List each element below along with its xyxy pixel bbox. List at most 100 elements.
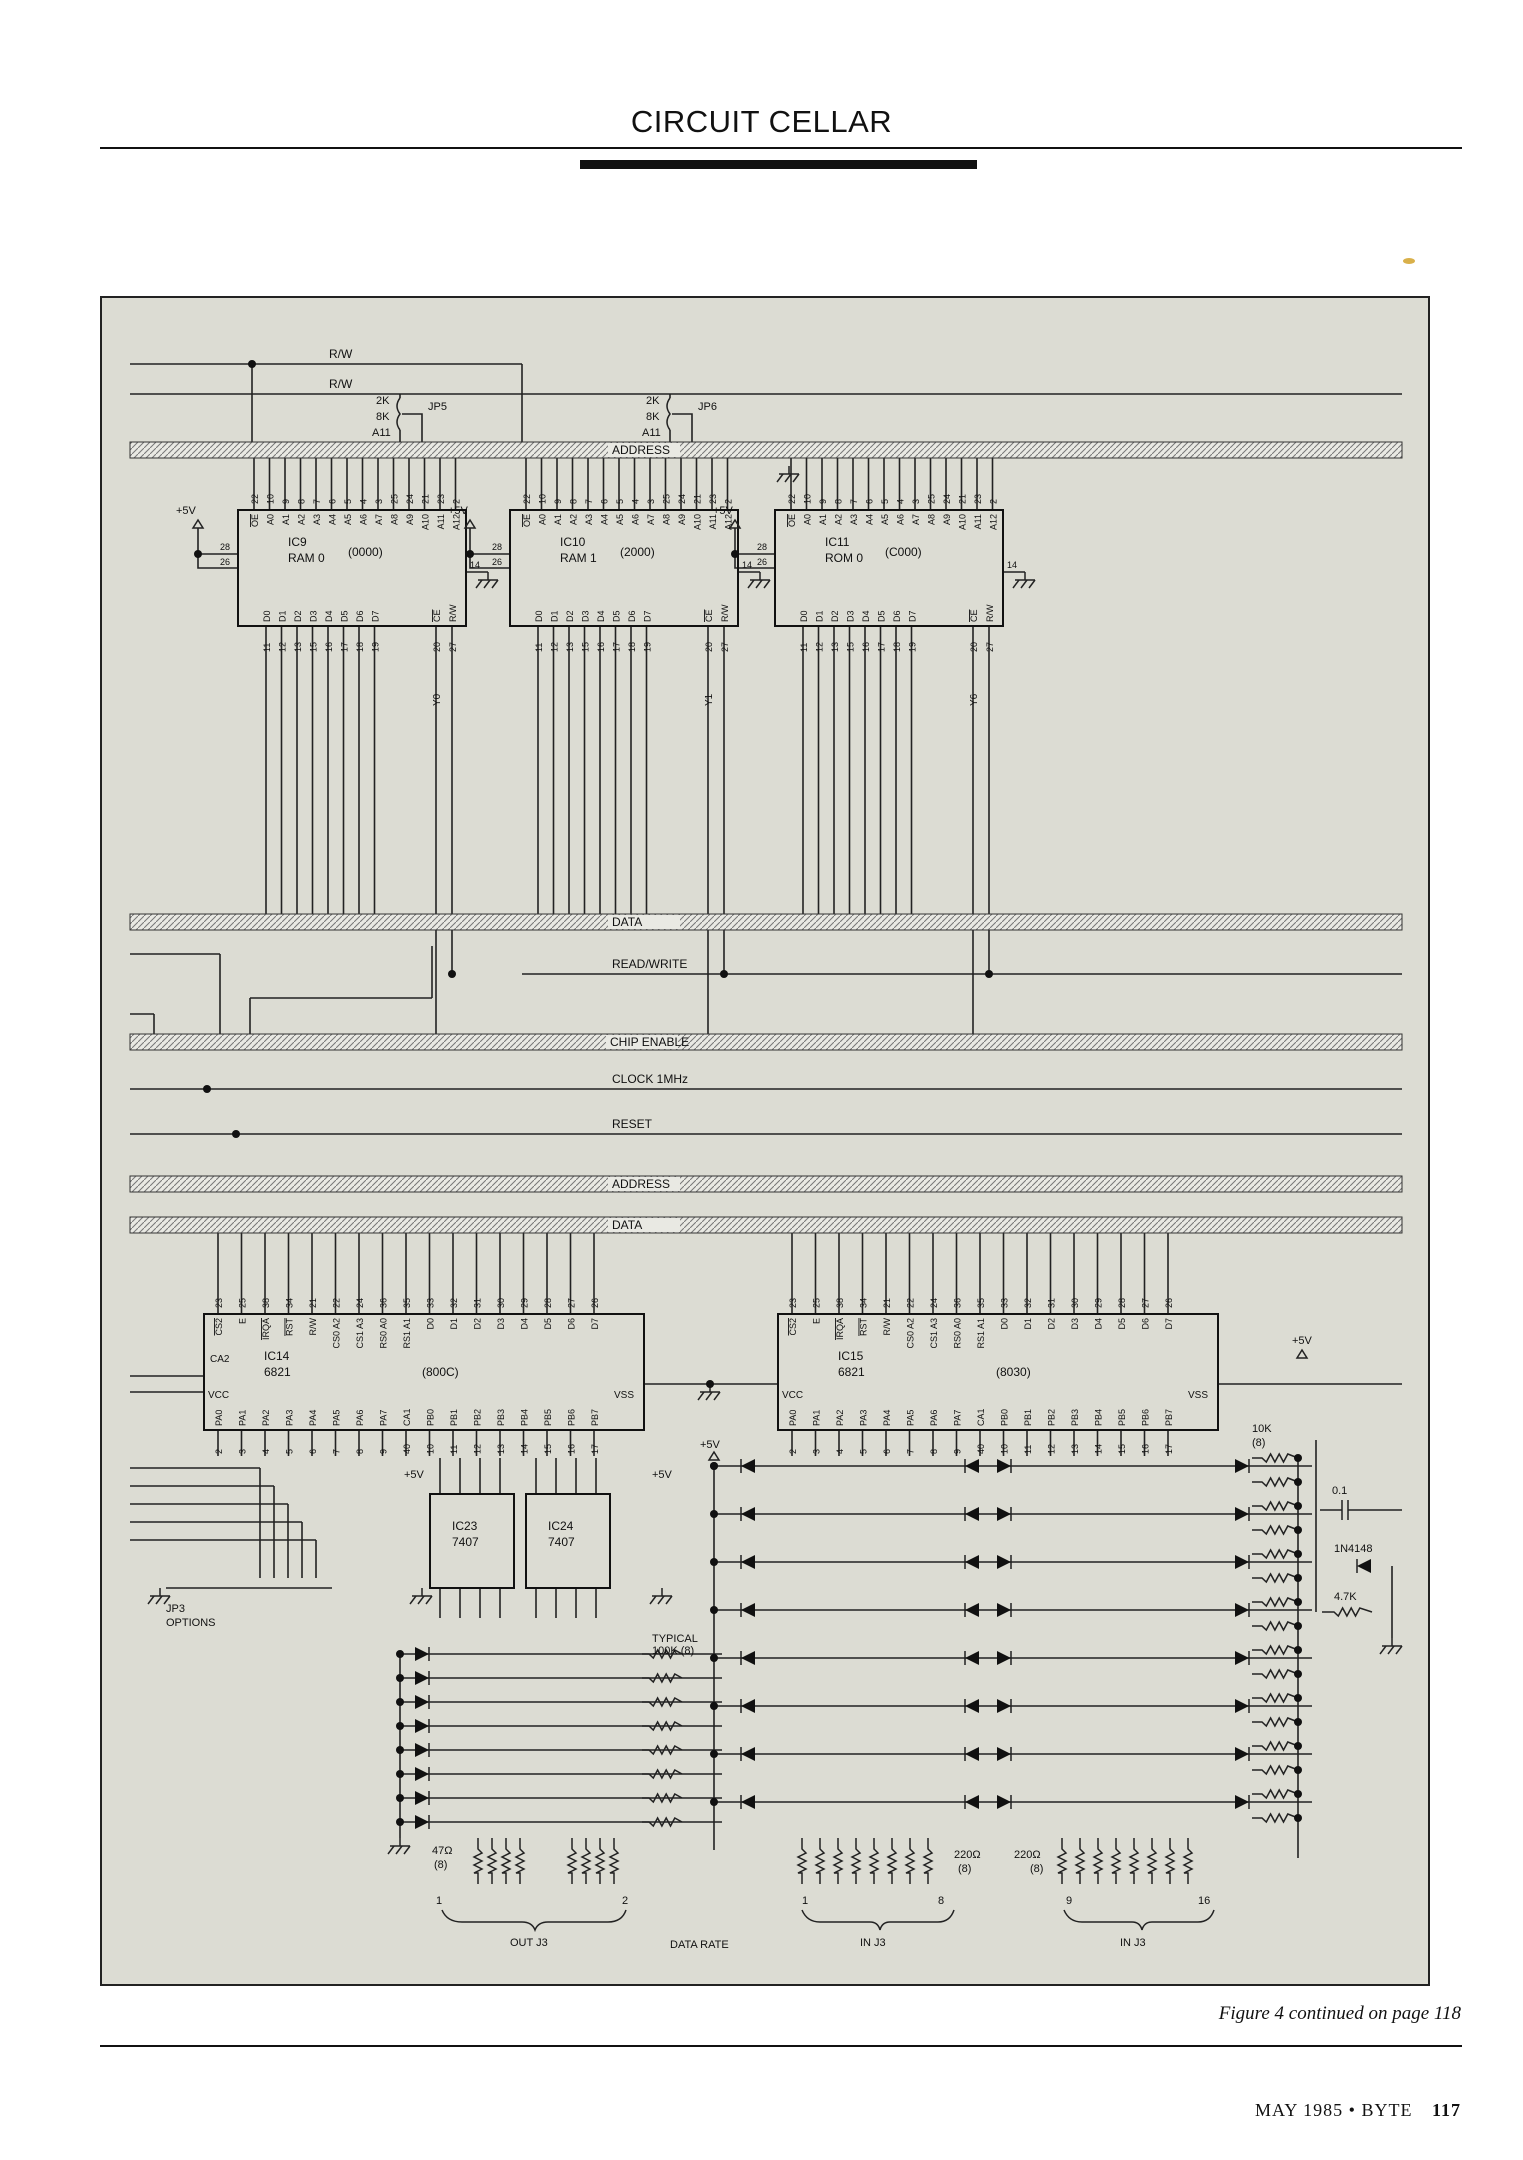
pin-name: D4 [520, 1318, 530, 1330]
junction-dot [1294, 1718, 1302, 1726]
pin-number: 31 [473, 1298, 483, 1308]
resistor-icon [868, 1838, 880, 1884]
wire [402, 413, 423, 442]
pin-name: PB5 [543, 1409, 553, 1426]
diode-icon [997, 1459, 1011, 1473]
chip-enable-bus [129, 1033, 1403, 1051]
resistor-icon [1252, 1500, 1299, 1512]
diode-icon [965, 1603, 979, 1617]
pin-name: D1 [815, 610, 825, 622]
pin-number: 22 [332, 1298, 342, 1308]
resistor-label: 4.7K [1334, 1591, 1357, 1603]
pin-number: 24 [942, 494, 952, 504]
diode-icon [741, 1459, 755, 1473]
pin-number: 25 [927, 494, 937, 504]
pin-name: A2 [569, 514, 579, 525]
pin-name: D2 [1047, 1318, 1057, 1330]
pin-name: R/W [308, 1318, 318, 1336]
junction-dot [710, 1462, 718, 1470]
pin-number: 5 [615, 499, 625, 504]
diode-icon [415, 1719, 429, 1733]
junction-dot [1294, 1646, 1302, 1654]
pin-number: 28 [492, 542, 502, 552]
resistor-icon [642, 1696, 683, 1708]
junction-dot [466, 550, 474, 558]
ground-icon [163, 1595, 171, 1605]
pin-name: D4 [1094, 1318, 1104, 1330]
pin-number: 22 [250, 494, 260, 504]
pin-name: OE [250, 514, 260, 527]
diode-icon [965, 1507, 979, 1521]
pin-number: 15 [309, 642, 319, 652]
connector-pin: 1 [802, 1895, 808, 1907]
vcc-label: +5V [700, 1439, 721, 1451]
pin-number: 22 [787, 494, 797, 504]
memory-chip-ic11 [774, 509, 1004, 627]
connector-label: IN J3 [1120, 1937, 1146, 1949]
pin-name: PB2 [473, 1409, 483, 1426]
pin-number: 9 [379, 1449, 389, 1454]
pin-number: 27 [448, 642, 458, 652]
header-rule [100, 147, 1462, 149]
resistor-icon [580, 1838, 592, 1884]
vcc-label: +5V [176, 505, 197, 517]
pin-name: A5 [880, 514, 890, 525]
pin-number: 10 [426, 1444, 436, 1454]
pin-number: 9 [281, 499, 291, 504]
pin-number: 17 [612, 642, 622, 652]
diode-icon [741, 1603, 755, 1617]
resistor-icon [642, 1792, 683, 1804]
jumper-option: 8K [646, 411, 660, 423]
pin-name: CS2 [788, 1318, 798, 1336]
ground-icon [1020, 579, 1028, 589]
vcc-arrow-icon [463, 518, 477, 529]
resistor-label: 220Ω [1014, 1849, 1041, 1861]
resistor-value: (8) [1252, 1437, 1265, 1449]
pin-number: 32 [1023, 1298, 1033, 1308]
pin-name: CS0 A2 [906, 1318, 916, 1349]
pin-number: 35 [402, 1298, 412, 1308]
pin-number: 36 [953, 1298, 963, 1308]
junction-dot [448, 970, 456, 978]
diode-icon [1357, 1559, 1371, 1573]
pin-number: 29 [520, 1298, 530, 1308]
ground-icon [649, 1595, 657, 1605]
vcc-arrow-icon [728, 518, 742, 529]
schematic-label: R/W [329, 377, 353, 391]
pin-number: 11 [799, 643, 809, 652]
resistor-icon [1252, 1452, 1299, 1464]
pin-number: 28 [757, 542, 767, 552]
pin-number: 21 [308, 1298, 318, 1308]
pin-name: A10 [693, 514, 703, 530]
pin-number: 7 [906, 1449, 916, 1454]
diode-icon [741, 1651, 755, 1665]
pin-number: 6 [600, 499, 610, 504]
pin-number: 10 [803, 494, 813, 504]
junction-dot [710, 1702, 718, 1710]
pin-number: 19 [371, 642, 381, 652]
ground-icon [1028, 579, 1036, 589]
resistor-icon [1110, 1838, 1122, 1884]
diode-icon [1235, 1507, 1249, 1521]
pin-number: 28 [1117, 1298, 1127, 1308]
pin-name: D2 [473, 1318, 483, 1330]
pin-name: PA0 [788, 1410, 798, 1426]
pin-name: A8 [927, 514, 937, 525]
pin-number: 2 [788, 1449, 798, 1454]
pin-number: 5 [859, 1449, 869, 1454]
pin-number: 15 [543, 1444, 553, 1454]
pin-name: D5 [543, 1318, 553, 1330]
ground-icon [425, 1595, 433, 1605]
diode-icon [1235, 1699, 1249, 1713]
pin-number: 10 [538, 494, 548, 504]
pin-name: D4 [596, 610, 606, 622]
pin-number: 8 [569, 499, 579, 504]
junction-dot [720, 970, 728, 978]
pin-name: D0 [534, 610, 544, 622]
brace-icon [801, 1909, 955, 1931]
pin-number: 26 [220, 557, 230, 567]
junction-dot [203, 1085, 211, 1093]
pin-number: 11 [1023, 1445, 1033, 1454]
memory-chip-ic9 [237, 509, 467, 627]
